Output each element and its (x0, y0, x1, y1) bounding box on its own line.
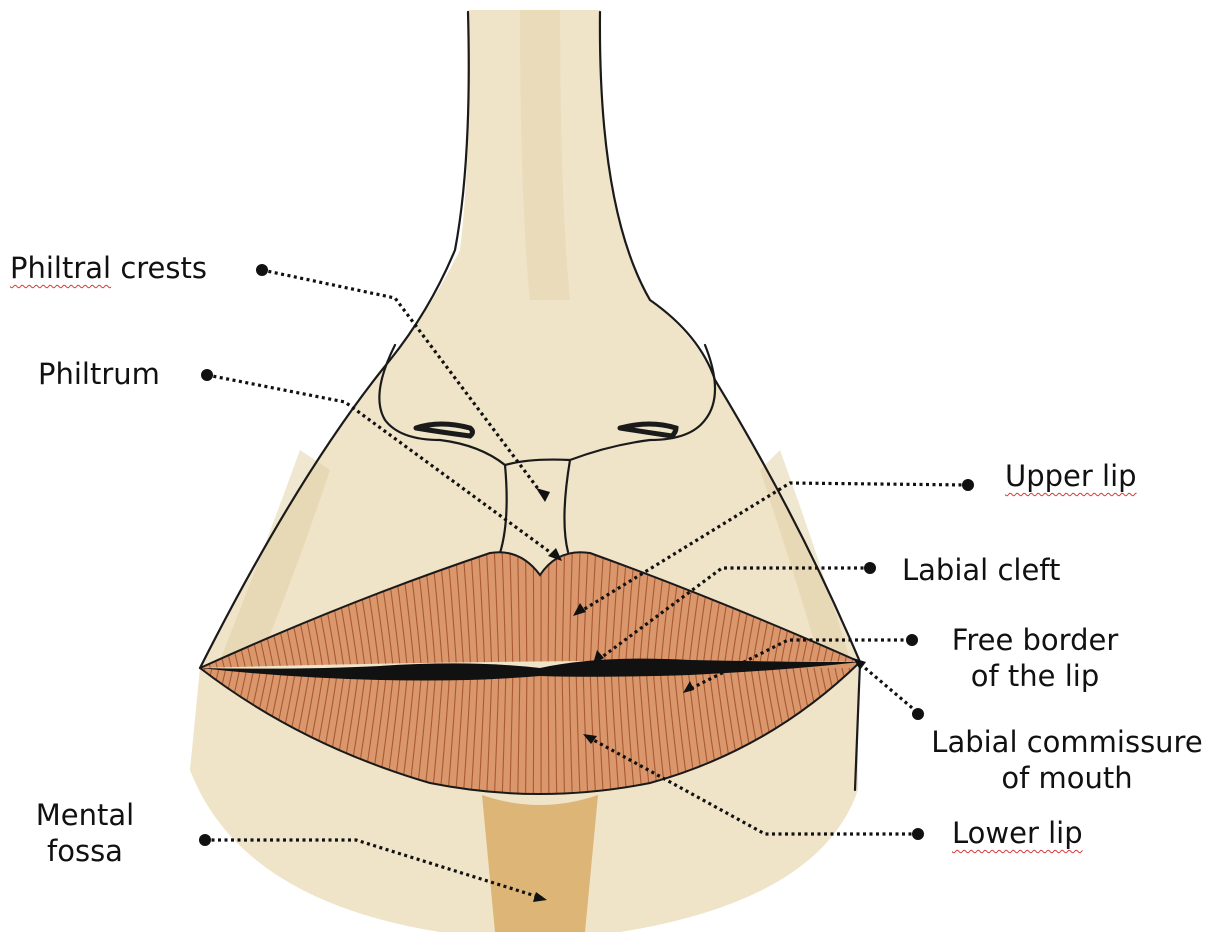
label-labial-commissure: Labial commissure of mouth (922, 724, 1212, 796)
label-labial-commissure-line1: Labial commissure (922, 724, 1212, 760)
label-text: crests (120, 251, 207, 285)
label-mental-fossa-line1: Mental (20, 797, 150, 833)
dot-philtrum (201, 369, 213, 381)
label-mental-fossa-line2: fossa (20, 833, 150, 869)
leader-labial-commissure (858, 662, 917, 712)
label-mental-fossa: Mental fossa (20, 797, 150, 869)
label-free-border: Free border of the lip (935, 622, 1135, 694)
dot-free-border (906, 634, 918, 646)
label-upper-lip: Upper lip (1005, 458, 1137, 494)
dot-lower-lip (912, 828, 924, 840)
label-free-border-line2: of the lip (935, 658, 1135, 694)
label-lower-lip: Lower lip (952, 815, 1083, 851)
mental-fossa-shading (482, 795, 598, 932)
dot-labial-commissure (912, 708, 924, 720)
dot-upper-lip (962, 479, 974, 491)
dot-labial-cleft (864, 562, 876, 574)
label-philtrum: Philtrum (38, 356, 160, 392)
label-labial-cleft: Labial cleft (902, 552, 1060, 588)
label-labial-commissure-line2: of mouth (922, 760, 1212, 796)
dot-philtral-crests (256, 264, 268, 276)
spellcheck-word: Philtral (10, 251, 111, 285)
label-philtral-crests: Philtral crests (10, 250, 207, 286)
label-free-border-line1: Free border (935, 622, 1135, 658)
dot-mental-fossa (199, 834, 211, 846)
